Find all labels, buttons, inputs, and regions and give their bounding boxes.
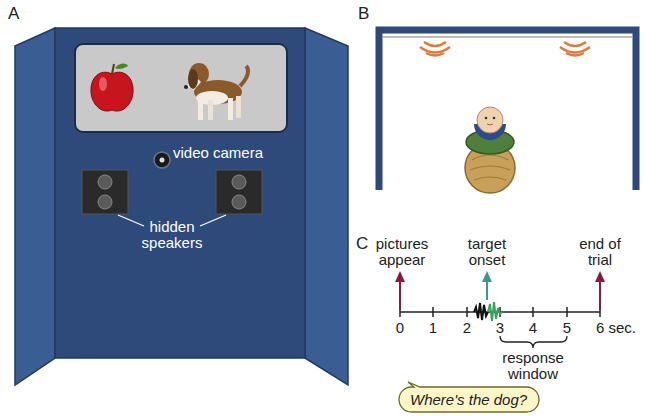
waveform xyxy=(474,303,488,320)
tick-label: 2 xyxy=(457,320,477,336)
parent-and-child xyxy=(465,107,515,193)
screen xyxy=(75,44,287,132)
panel-letter: C xyxy=(356,236,376,252)
part-label: hidden speakers xyxy=(127,219,217,251)
camera-lens xyxy=(154,152,170,168)
leader-line xyxy=(118,215,144,226)
booth-front xyxy=(55,28,305,358)
leader-line xyxy=(200,215,226,226)
speech-bubble: Where's the dog? xyxy=(398,386,540,413)
apple xyxy=(91,64,133,111)
speaker xyxy=(82,170,128,214)
tick-label: 6 sec. xyxy=(596,320,636,336)
speaker xyxy=(216,170,262,214)
tick-label: 0 xyxy=(390,320,410,336)
speaker-waves xyxy=(420,42,590,56)
event-label: end of trial xyxy=(570,236,630,268)
bracket xyxy=(500,336,567,348)
booth-wing xyxy=(305,28,348,385)
waveform xyxy=(488,302,502,321)
camera-lens xyxy=(160,158,165,163)
tick-label: 1 xyxy=(423,320,443,336)
booth-top xyxy=(383,36,632,38)
booth-wing xyxy=(15,28,55,385)
event-label: pictures appear xyxy=(369,236,435,268)
event-arrow xyxy=(395,271,605,310)
tick-label: 5 xyxy=(557,320,577,336)
part-label: video camera xyxy=(173,145,263,161)
dog xyxy=(184,63,248,120)
speech-text: Where's the dog? xyxy=(398,386,540,413)
window-label: response window xyxy=(493,350,573,382)
tick-label: 3 xyxy=(490,320,510,336)
panel-letter: A xyxy=(8,6,28,22)
tick-label: 4 xyxy=(523,320,543,336)
event-label: target onset xyxy=(457,236,517,268)
panel-letter: B xyxy=(358,6,378,22)
